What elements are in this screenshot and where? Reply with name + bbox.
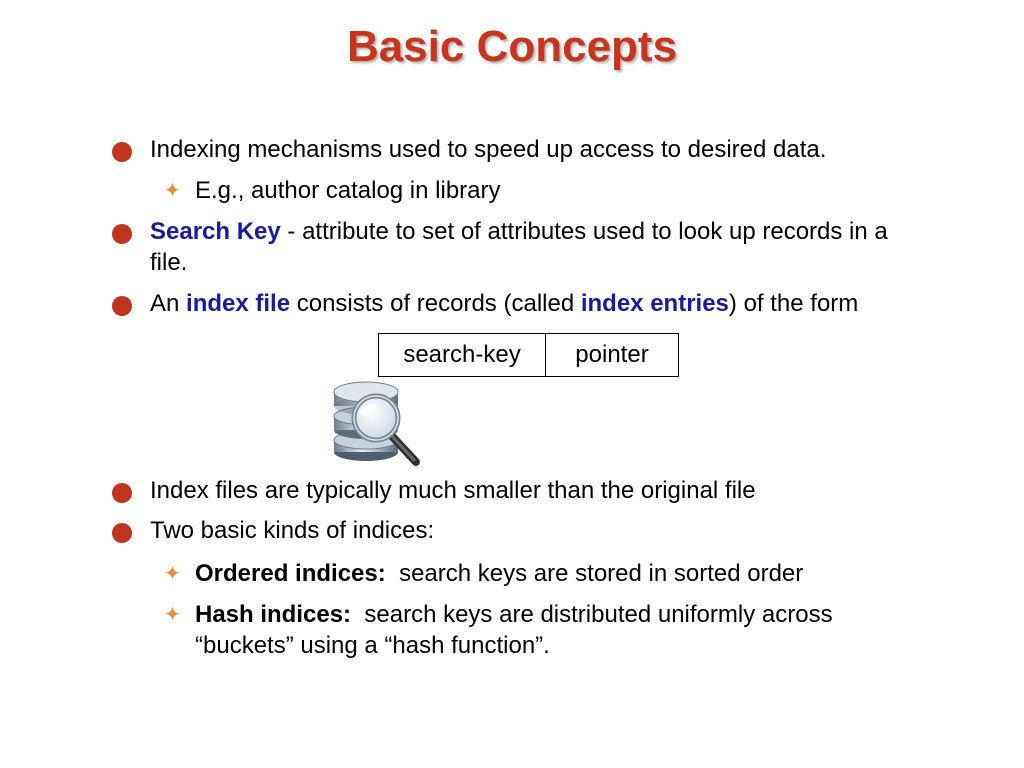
term-index-entries: index entries [580, 290, 729, 317]
hash-indices-desc-cont: “buckets” using a “hash function”. [195, 632, 550, 659]
index-file-suffix: ) of the form [728, 290, 859, 317]
index-file-prefix: An [150, 290, 187, 317]
bullet-dot-icon [112, 224, 132, 244]
bullet-text: Index files are typically much smaller t… [150, 477, 756, 504]
term-ordered-indices: Ordered indices: [195, 560, 386, 587]
index-entry-key-cell: search-key [379, 334, 546, 376]
search-key-definition: - attribute to set of attributes used to… [280, 218, 888, 245]
term-hash-indices: Hash indices: [195, 601, 352, 628]
ordered-indices-desc: search keys are stored in sorted order [385, 560, 804, 587]
slide-title: Basic Concepts [346, 22, 678, 71]
index-entry-pointer-cell: pointer [575, 341, 649, 368]
sub-bullet-text: Hash indices: search keys are distribute… [195, 599, 915, 661]
sub-bullet-star-icon: ✦ [164, 563, 181, 585]
sub-bullet-text: Ordered indices: search keys are stored … [195, 558, 915, 589]
bullet-text: Indexing mechanisms used to speed up acc… [150, 136, 827, 163]
search-key-definition-cont: file. [150, 249, 188, 276]
term-index-file: index file [186, 290, 291, 317]
hash-indices-desc: search keys are distributed uniformly ac… [351, 601, 833, 628]
bullet-text: Search Key - attribute to set of attribu… [150, 216, 950, 278]
bullet-text: Two basic kinds of indices: [150, 517, 435, 544]
bullet-dot-icon [112, 523, 132, 543]
sub-bullet-star-icon: ✦ [164, 604, 181, 626]
bullet-text: An index file consists of records (calle… [150, 288, 950, 319]
bullet-dot-icon [112, 142, 132, 162]
index-entry-diagram: search-key pointer [378, 333, 679, 377]
sub-bullet-text: E.g., author catalog in library [195, 177, 501, 204]
sub-bullet-star-icon: ✦ [164, 180, 181, 202]
database-magnifier-icon [333, 381, 420, 466]
index-file-middle: consists of records (called [290, 290, 581, 317]
bullet-dot-icon [112, 296, 132, 316]
term-search-key: Search Key [150, 218, 281, 245]
bullet-dot-icon [112, 483, 132, 503]
